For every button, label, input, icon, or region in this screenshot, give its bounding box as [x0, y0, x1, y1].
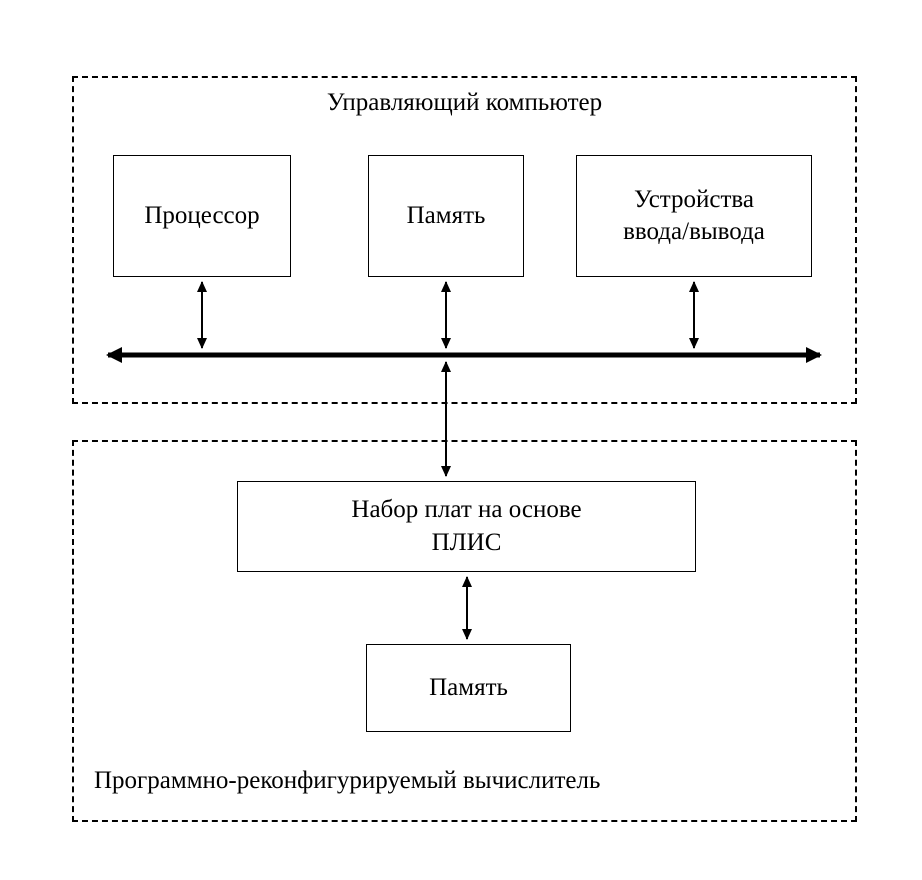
reconfigurable-computer-group [72, 440, 857, 822]
reconfigurable-computer-title: Программно-реконфигурируемый вычислитель [94, 767, 601, 794]
io-devices-box: Устройства ввода/вывода [576, 155, 812, 277]
memory-box: Память [368, 155, 524, 277]
control-computer-title: Управляющий компьютер [326, 89, 603, 116]
fpga-memory-box: Память [366, 644, 571, 732]
processor-box: Процессор [113, 155, 291, 277]
control-computer-group [72, 76, 857, 404]
fpga-boards-box: Набор плат на основе ПЛИС [237, 481, 696, 572]
